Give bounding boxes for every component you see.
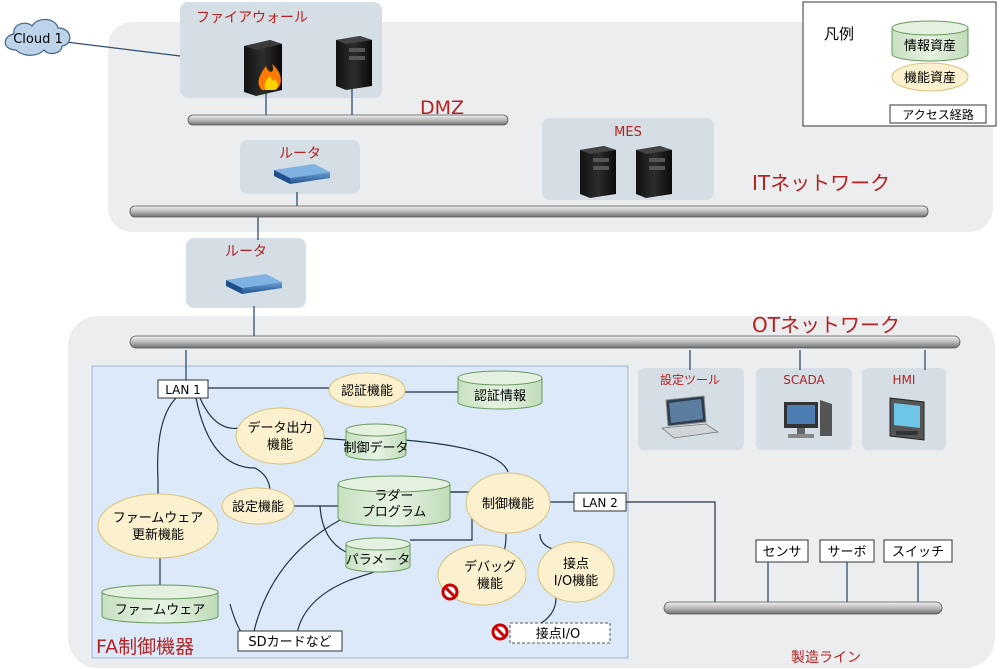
debug-function-label-1: デバッグ xyxy=(464,559,516,575)
legend-function-asset-ellipse xyxy=(891,62,969,92)
dmz-bus xyxy=(187,114,509,126)
debug-function-label-2: 機能 xyxy=(477,577,503,592)
legend-title: 凡例 xyxy=(824,25,854,43)
control-data-cylinder xyxy=(345,423,407,461)
data-output-function-ellipse xyxy=(235,407,325,465)
legend-access-path-label: アクセス経路 xyxy=(902,107,973,122)
switch-label: スイッチ xyxy=(892,545,944,560)
hmi-icon xyxy=(889,397,925,441)
auth-info-label: 認証情報 xyxy=(474,388,526,404)
ot-router-label: ルータ xyxy=(225,244,267,260)
control-function-label: 制御機能 xyxy=(482,497,534,512)
hmi-label: HMI xyxy=(893,373,916,387)
auth-info-cylinder xyxy=(457,370,543,410)
firewall-label: ファイアウォール xyxy=(196,10,308,26)
scada-label: SCADA xyxy=(783,373,825,387)
it-network-label: ITネットワーク xyxy=(752,171,890,195)
legend-info-asset-cylinder xyxy=(891,20,969,62)
sensor-box xyxy=(755,539,809,563)
contact-io-function-ellipse xyxy=(537,541,615,603)
mes-label: MES xyxy=(614,125,642,140)
legend-access-path-box xyxy=(889,104,987,124)
contact-io-label: 接点I/O xyxy=(536,626,580,642)
sd-card-label: SDカードなど xyxy=(248,635,331,650)
it-network-bus xyxy=(129,205,929,218)
debug-function-ellipse xyxy=(437,544,527,606)
lan1-port xyxy=(157,379,209,399)
contact-io-function-label-1: 接点 xyxy=(563,556,589,572)
auth-function-label: 認証機能 xyxy=(341,383,393,399)
dmz-router-icon xyxy=(274,164,330,184)
legend-function-asset-label: 機能資産 xyxy=(904,70,956,86)
parameter-label: パラメータ xyxy=(346,553,411,568)
prohibited-icon xyxy=(441,583,459,601)
fa-control-label: FA制御機器 xyxy=(96,636,194,658)
ladder-program-cylinder xyxy=(337,475,451,527)
contact-io-function-label-2: I/O機能 xyxy=(554,574,598,589)
ot-network-label: OTネットワーク xyxy=(752,313,900,337)
production-line-label: 製造ライン xyxy=(791,650,861,666)
lan2-label: LAN 2 xyxy=(582,496,618,510)
connection-lines xyxy=(65,41,926,602)
firewall-icon xyxy=(244,40,282,96)
servo-label: サーボ xyxy=(827,545,866,560)
dmz-server-icon xyxy=(336,36,372,90)
parameter-cylinder xyxy=(345,537,411,573)
settings-function-label: 設定機能 xyxy=(232,499,284,515)
servo-box xyxy=(819,539,875,563)
ot-network-bus xyxy=(129,335,961,349)
ot-router-icon xyxy=(226,274,282,294)
firmware-label: ファームウェア xyxy=(115,603,206,618)
prohibited-icon xyxy=(491,623,509,641)
firmware-update-function-label-2: 更新機能 xyxy=(132,527,184,543)
control-data-label: 制御データ xyxy=(343,440,408,456)
laptop-icon xyxy=(661,395,720,439)
firmware-update-function-ellipse xyxy=(97,493,219,559)
ladder-program-label-1: ラダー xyxy=(374,489,413,504)
contact-io-box xyxy=(509,622,611,644)
ot-router-box xyxy=(186,238,306,308)
lan2-port xyxy=(573,492,627,512)
switch-box xyxy=(883,539,953,563)
lan1-label: LAN 1 xyxy=(165,383,201,397)
settings-tool-label: 設定ツール xyxy=(660,372,720,387)
settings-function-ellipse xyxy=(221,487,295,525)
cloud-label: Cloud 1 xyxy=(13,32,63,47)
legend-info-asset-label: 情報資産 xyxy=(904,38,956,54)
sensor-label: センサ xyxy=(762,545,801,560)
sd-card-box xyxy=(237,630,343,652)
data-output-function-label-1: データ出力 xyxy=(247,420,312,436)
production-line-bus xyxy=(663,601,943,615)
mes-server-icon xyxy=(580,146,672,198)
firmware-update-function-label-1: ファームウェア xyxy=(113,511,204,526)
dmz-label: DMZ xyxy=(420,97,464,119)
cloud-icon xyxy=(4,18,71,56)
data-output-function-label-2: 機能 xyxy=(267,438,293,453)
firmware-cylinder xyxy=(101,584,219,624)
auth-function-ellipse xyxy=(328,372,406,408)
control-function-ellipse xyxy=(465,472,551,534)
dmz-router-label: ルータ xyxy=(279,146,321,162)
ladder-program-label-2: プログラム xyxy=(362,505,427,520)
scada-pc-icon xyxy=(784,400,832,438)
